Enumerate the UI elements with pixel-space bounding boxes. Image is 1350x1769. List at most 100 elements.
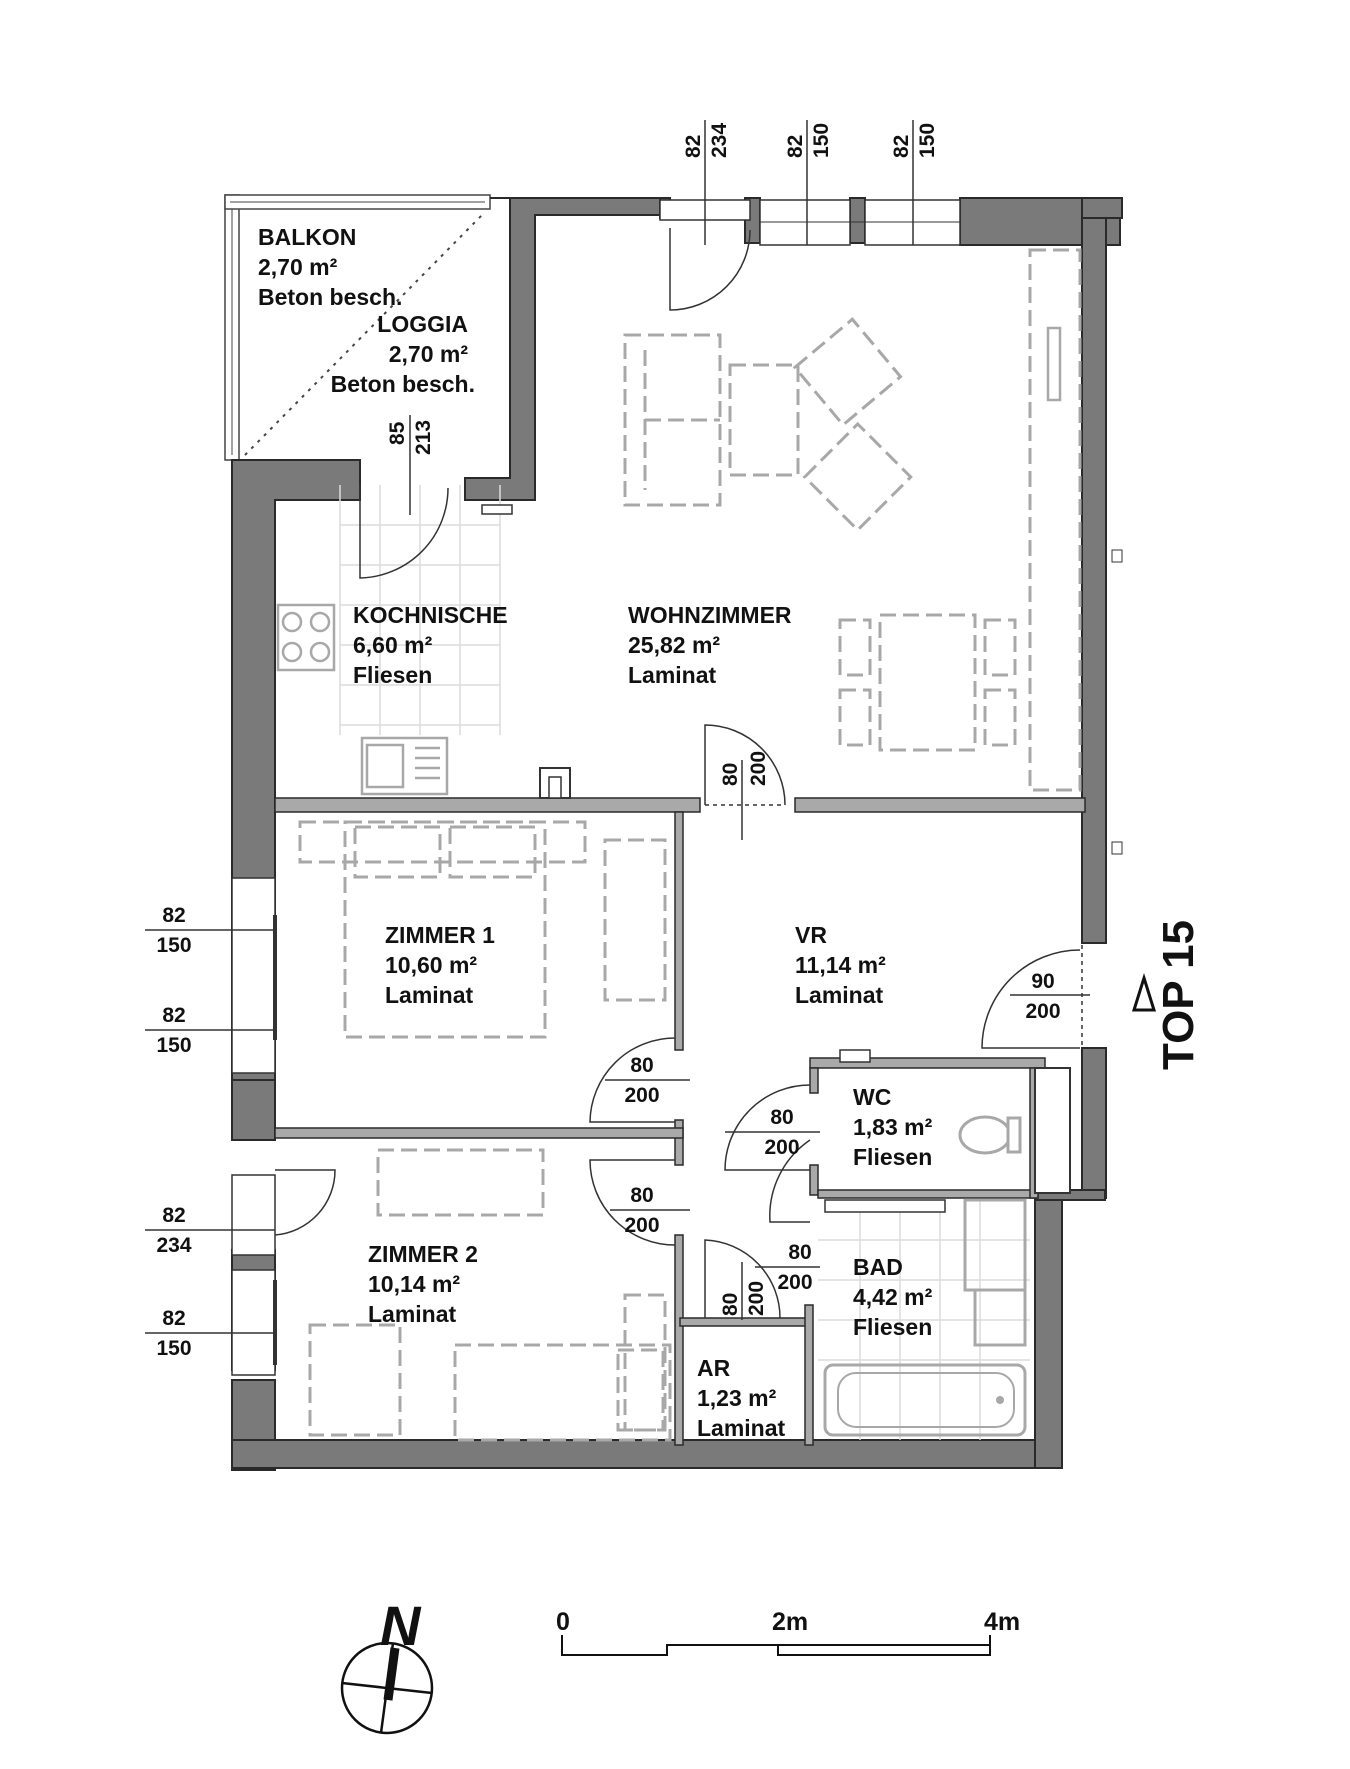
room-label-wc: WC 1,83 m² Fliesen bbox=[853, 1084, 933, 1170]
room-label-bad: BAD 4,42 m² Fliesen bbox=[853, 1254, 933, 1340]
svg-text:Beton besch.: Beton besch. bbox=[331, 371, 475, 397]
svg-text:1,23 m²: 1,23 m² bbox=[697, 1385, 777, 1411]
dim-loggia-door: 85 213 bbox=[386, 420, 435, 455]
svg-text:ZIMMER 1: ZIMMER 1 bbox=[385, 922, 495, 948]
svg-text:150: 150 bbox=[156, 1034, 191, 1057]
svg-text:6,60 m²: 6,60 m² bbox=[353, 632, 433, 658]
room-label-vr: VR 11,14 m² Laminat bbox=[795, 922, 886, 1008]
svg-text:150: 150 bbox=[916, 123, 939, 158]
dim-z1-window-1: 82 150 bbox=[156, 904, 191, 957]
svg-text:90: 90 bbox=[1031, 970, 1054, 993]
scale-label-mid: 2m bbox=[772, 1608, 808, 1636]
svg-text:AR: AR bbox=[697, 1355, 731, 1381]
svg-text:82: 82 bbox=[890, 135, 913, 158]
svg-text:Laminat: Laminat bbox=[628, 662, 717, 688]
svg-text:82: 82 bbox=[162, 1204, 185, 1227]
svg-text:200: 200 bbox=[747, 751, 770, 786]
svg-text:ZIMMER 2: ZIMMER 2 bbox=[368, 1241, 478, 1267]
scale-bar: 0 2m 4m bbox=[556, 1608, 1020, 1656]
dimension-lines bbox=[145, 120, 1090, 1334]
room-label-balkon: BALKON 2,70 m² Beton besch. bbox=[258, 224, 402, 310]
svg-text:4,42 m²: 4,42 m² bbox=[853, 1284, 933, 1310]
dim-bad-door: 80 200 bbox=[777, 1241, 812, 1294]
svg-text:11,14 m²: 11,14 m² bbox=[795, 952, 886, 978]
svg-text:150: 150 bbox=[156, 1337, 191, 1360]
dim-ar-door: 80 200 bbox=[719, 1281, 768, 1316]
svg-text:Beton besch.: Beton besch. bbox=[258, 284, 402, 310]
svg-text:10,60 m²: 10,60 m² bbox=[385, 952, 477, 978]
dim-z1-door: 80 200 bbox=[624, 1054, 659, 1107]
north-arrow: N bbox=[340, 1594, 434, 1735]
svg-text:80: 80 bbox=[788, 1241, 811, 1264]
dim-top-window-1: 82 150 bbox=[784, 123, 833, 158]
svg-text:80: 80 bbox=[719, 763, 742, 786]
interior-walls bbox=[274, 797, 1086, 1446]
svg-text:25,82 m²: 25,82 m² bbox=[628, 632, 720, 658]
dim-top-window-2: 82 150 bbox=[890, 123, 939, 158]
zimmer2-furniture bbox=[308, 1148, 672, 1442]
north-label: N bbox=[380, 1594, 422, 1657]
svg-text:BALKON: BALKON bbox=[258, 224, 356, 250]
svg-text:BAD: BAD bbox=[853, 1254, 903, 1280]
svg-text:80: 80 bbox=[719, 1293, 742, 1316]
dim-wc-door: 80 200 bbox=[764, 1106, 799, 1159]
svg-text:1,83 m²: 1,83 m² bbox=[853, 1114, 933, 1140]
bath-tiles bbox=[818, 1200, 1030, 1440]
svg-text:Laminat: Laminat bbox=[795, 982, 884, 1008]
unit-entrance-marker: TOP 15 bbox=[1131, 920, 1203, 1070]
dim-z2-balcony-door: 82 234 bbox=[156, 1204, 191, 1257]
dim-wohn-door: 80 200 bbox=[719, 751, 770, 786]
scale-label-start: 0 bbox=[556, 1608, 570, 1636]
svg-text:2,70 m²: 2,70 m² bbox=[389, 341, 469, 367]
dim-top-door: 82 234 bbox=[682, 123, 731, 158]
svg-text:WOHNZIMMER: WOHNZIMMER bbox=[628, 602, 792, 628]
living-furniture bbox=[623, 248, 1082, 792]
svg-text:85: 85 bbox=[386, 421, 409, 445]
kitchen-fixtures bbox=[276, 504, 571, 799]
svg-text:Fliesen: Fliesen bbox=[853, 1144, 932, 1170]
svg-text:200: 200 bbox=[764, 1136, 799, 1159]
svg-text:150: 150 bbox=[156, 934, 191, 957]
svg-text:80: 80 bbox=[630, 1054, 653, 1077]
svg-text:82: 82 bbox=[162, 1004, 185, 1027]
svg-text:Laminat: Laminat bbox=[385, 982, 474, 1008]
room-label-kochnische: KOCHNISCHE 6,60 m² Fliesen bbox=[353, 602, 508, 688]
svg-text:Fliesen: Fliesen bbox=[853, 1314, 932, 1340]
room-label-zimmer1: ZIMMER 1 10,60 m² Laminat bbox=[385, 922, 495, 1008]
svg-text:82: 82 bbox=[162, 1307, 185, 1330]
unit-label: TOP 15 bbox=[1154, 920, 1203, 1070]
svg-text:KOCHNISCHE: KOCHNISCHE bbox=[353, 602, 508, 628]
room-label-loggia: LOGGIA 2,70 m² Beton besch. bbox=[331, 311, 475, 397]
dim-z2-door: 80 200 bbox=[624, 1184, 659, 1237]
svg-text:200: 200 bbox=[624, 1084, 659, 1107]
svg-text:LOGGIA: LOGGIA bbox=[377, 311, 468, 337]
svg-text:2,70 m²: 2,70 m² bbox=[258, 254, 338, 280]
svg-text:200: 200 bbox=[777, 1271, 812, 1294]
svg-text:10,14 m²: 10,14 m² bbox=[368, 1271, 460, 1297]
room-label-zimmer2: ZIMMER 2 10,14 m² Laminat bbox=[368, 1241, 478, 1327]
svg-text:82: 82 bbox=[784, 135, 807, 158]
kitchen-tiles bbox=[339, 485, 501, 735]
dim-z2-window: 82 150 bbox=[156, 1307, 191, 1360]
sanitary-fixtures bbox=[823, 1049, 1071, 1437]
doors bbox=[274, 228, 1083, 1319]
svg-text:234: 234 bbox=[156, 1234, 191, 1257]
scale-label-end: 4m bbox=[984, 1608, 1020, 1636]
dim-z1-window-2: 82 150 bbox=[156, 1004, 191, 1057]
svg-text:80: 80 bbox=[630, 1184, 653, 1207]
svg-text:80: 80 bbox=[770, 1106, 793, 1129]
svg-text:200: 200 bbox=[624, 1214, 659, 1237]
svg-text:234: 234 bbox=[708, 123, 731, 158]
svg-text:WC: WC bbox=[853, 1084, 891, 1110]
zimmer1-furniture bbox=[298, 820, 667, 1039]
svg-text:150: 150 bbox=[810, 123, 833, 158]
svg-text:82: 82 bbox=[682, 135, 705, 158]
svg-text:82: 82 bbox=[162, 904, 185, 927]
svg-text:200: 200 bbox=[745, 1281, 768, 1316]
svg-text:Laminat: Laminat bbox=[697, 1415, 786, 1441]
room-label-wohnzimmer: WOHNZIMMER 25,82 m² Laminat bbox=[628, 602, 792, 688]
room-label-ar: AR 1,23 m² Laminat bbox=[697, 1355, 786, 1441]
windows bbox=[231, 199, 1123, 1376]
svg-text:Laminat: Laminat bbox=[368, 1301, 457, 1327]
